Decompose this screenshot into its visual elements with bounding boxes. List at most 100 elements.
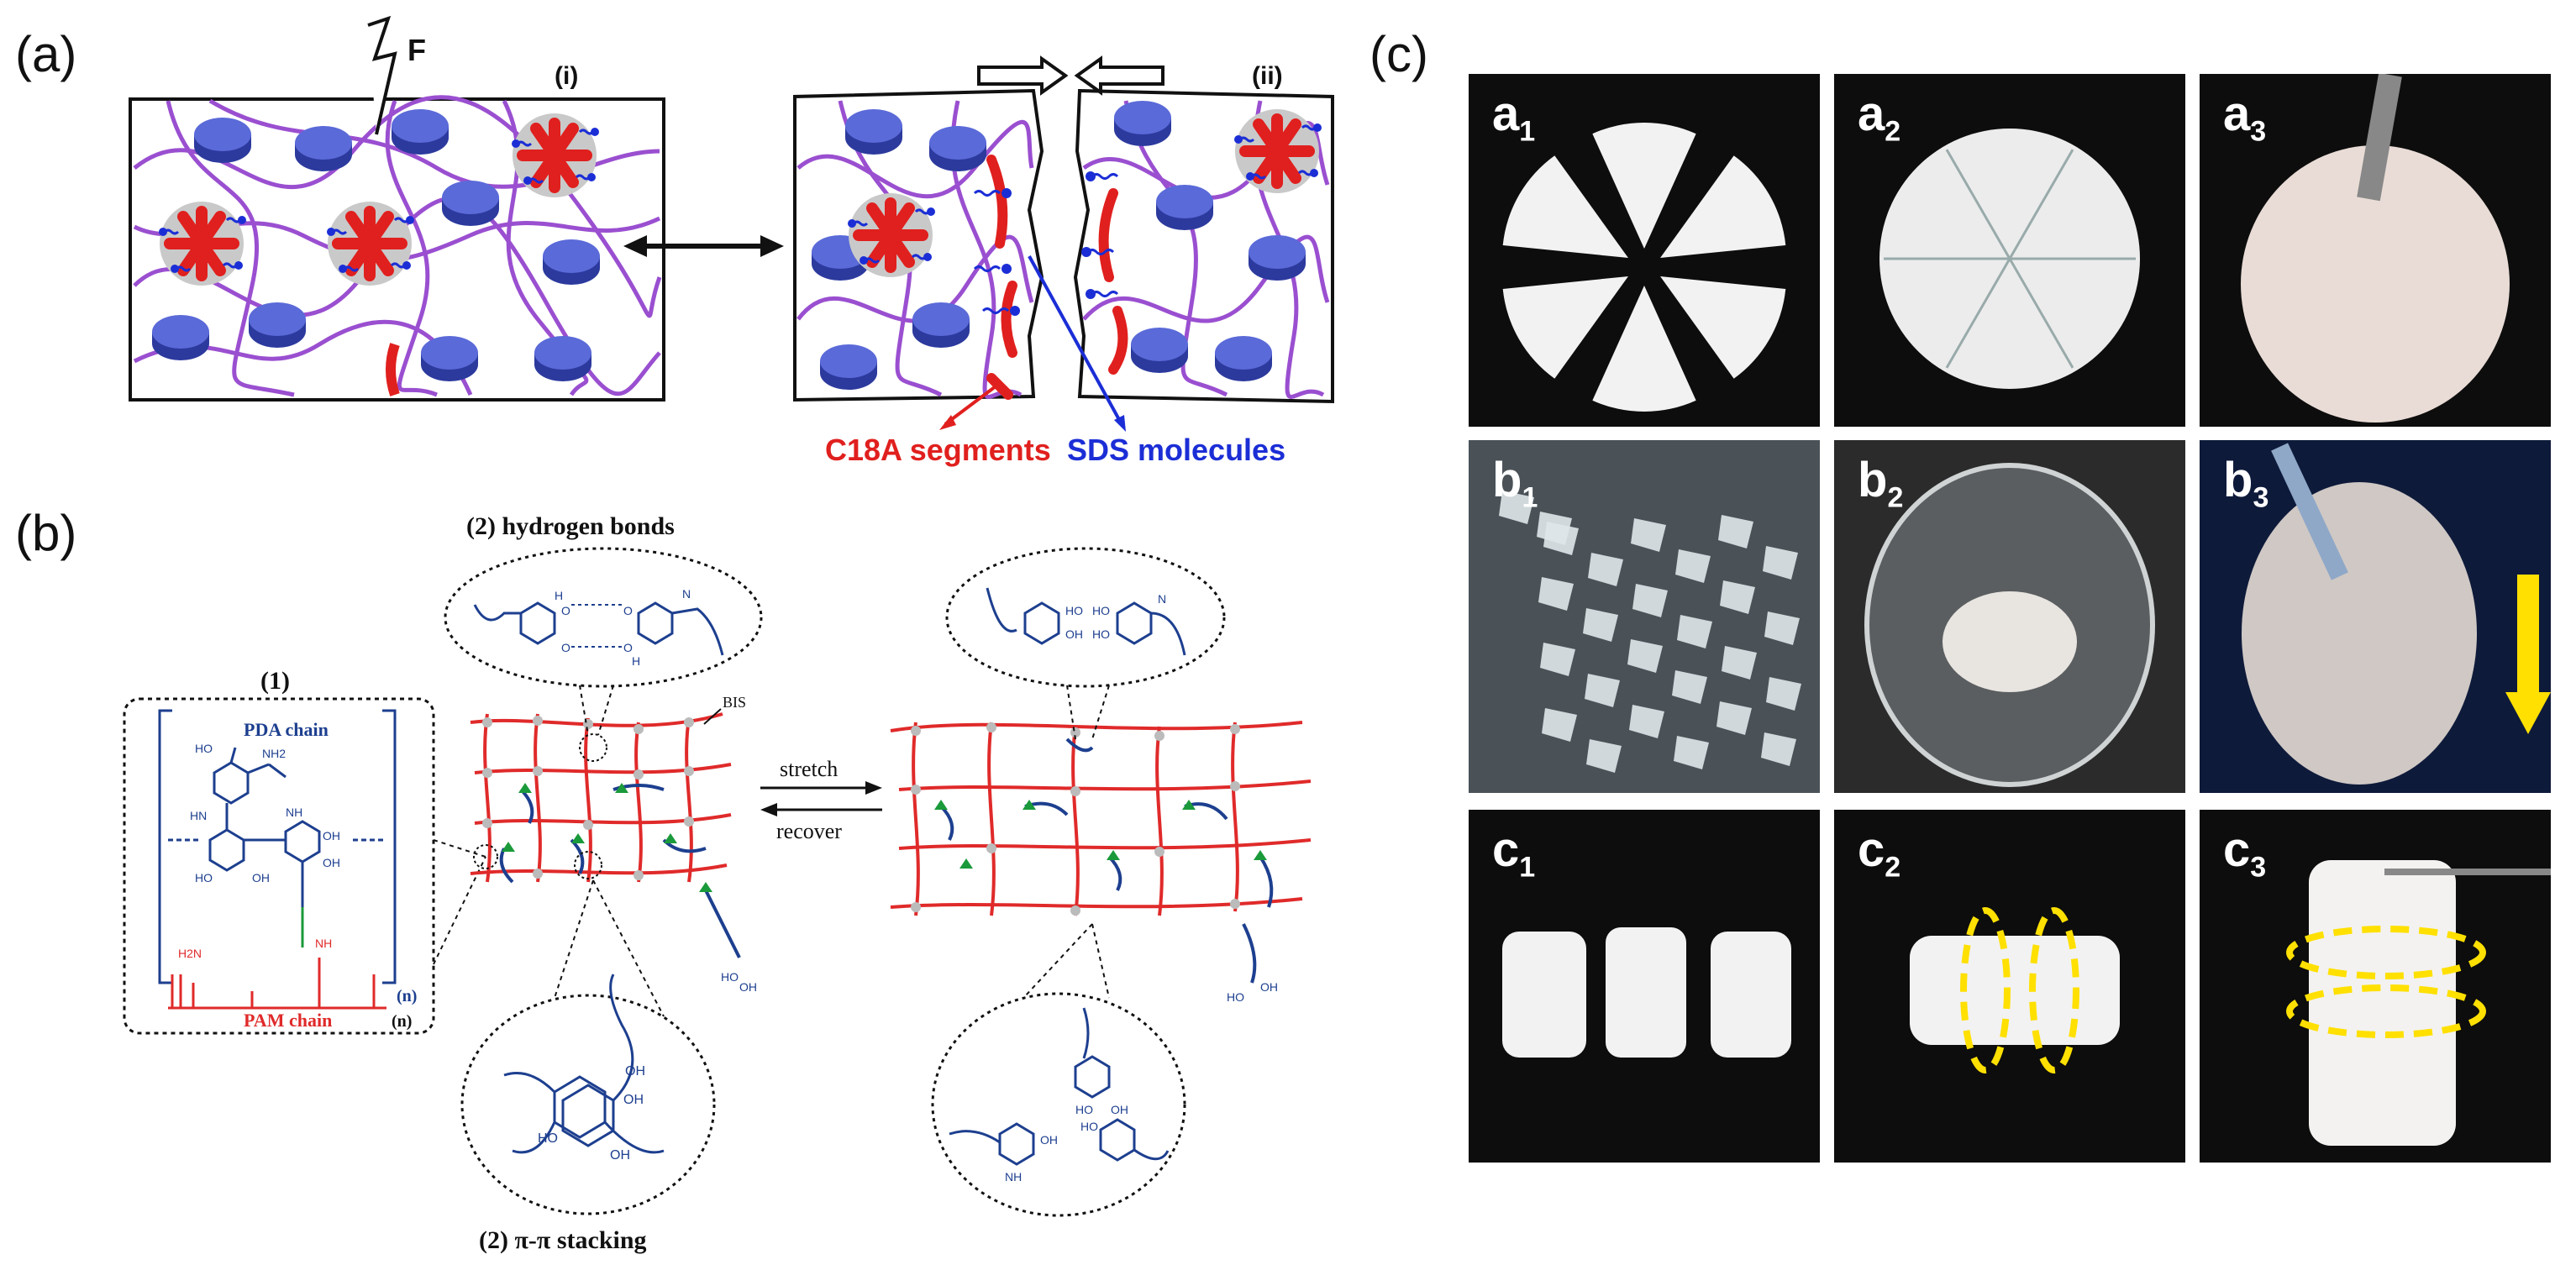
photo-image	[1879, 129, 2140, 389]
sub-label-i: (i)	[555, 62, 578, 90]
hbond-title: (2) hydrogen bonds	[466, 512, 675, 540]
atom-nh: NH	[286, 806, 302, 819]
panel-a-label: (a)	[15, 26, 77, 82]
photo-label-index: 2	[1885, 115, 1901, 148]
photo-c1: c1	[1469, 810, 1820, 1163]
photo-label: a2	[1858, 86, 1900, 149]
atom-ho-r2: HO	[1092, 604, 1110, 617]
atom-nh2: NH2	[262, 747, 286, 760]
atom-ho-1: HO	[195, 742, 213, 755]
pipi-title: (2) π-π stacking	[479, 1226, 647, 1254]
photo-label-letter: a	[1858, 87, 1885, 141]
photo-label-letter: a	[2223, 87, 2251, 141]
atom-ho-rb2: HO	[1080, 1120, 1098, 1133]
photo-b3: b3	[2200, 440, 2551, 793]
panel-a-diagram: F (i)	[129, 15, 1334, 467]
photo-label: b1	[1492, 452, 1538, 515]
photo-b2: b2	[1834, 440, 2185, 793]
photo-label: b3	[2223, 452, 2268, 515]
atom-nh-red: NH	[315, 937, 332, 950]
photo-label-letter: c	[1858, 822, 1885, 877]
atom-ho-r1: HO	[1065, 604, 1083, 617]
photo-label: c1	[1492, 821, 1535, 884]
photo-label-letter: b	[2223, 453, 2253, 507]
atom-hn: HN	[190, 809, 207, 822]
atom-h-1: H	[555, 589, 563, 602]
photo-a1: a1	[1469, 74, 1820, 427]
photo-image	[2200, 440, 2551, 793]
atom-ho-net: HO	[721, 970, 739, 984]
photo-label-index: 2	[1885, 851, 1901, 884]
photo-image	[1502, 123, 1786, 412]
photo-label-letter: b	[1492, 453, 1522, 507]
recover-label: recover	[776, 819, 842, 843]
photo-image	[2286, 860, 2551, 1146]
photo-label-index: 3	[2253, 481, 2269, 514]
photo-a2: a2	[1834, 74, 2185, 427]
photo-label-letter: c	[1492, 822, 1520, 877]
atom-n-1: N	[682, 587, 691, 601]
atom-ho-r3: HO	[1092, 627, 1110, 641]
atom-oh-r1: OH	[1065, 627, 1083, 641]
atom-nh-rb: NH	[1005, 1170, 1022, 1184]
photo-label-index: 2	[1887, 481, 1904, 514]
pda-chain-label: PDA chain	[244, 719, 329, 740]
atom-o-1: O	[561, 604, 570, 617]
atom-oh-net2: OH	[1260, 980, 1278, 994]
atom-h2n: H2N	[178, 947, 202, 960]
photo-label-letter: c	[2223, 822, 2251, 877]
atom-ho-2: HO	[195, 871, 213, 884]
atom-ho-pi: HO	[538, 1131, 558, 1146]
panel-b-diagram: (2) hydrogen bonds (2) π-π stacking (1) …	[123, 512, 1312, 1254]
photo-label-letter: a	[1492, 87, 1520, 141]
photo-image	[1469, 440, 1820, 793]
photo-c3: c3	[2200, 810, 2551, 1163]
bis-label: BIS	[723, 694, 746, 711]
atom-o-3: O	[623, 604, 633, 617]
photo-label-index: 1	[1522, 481, 1538, 514]
photo-label-letter: b	[1858, 453, 1888, 507]
atom-ho-net2: HO	[1227, 990, 1244, 1004]
atom-oh-rb1: OH	[1111, 1103, 1128, 1116]
panel-c-label: (c)	[1369, 26, 1428, 82]
atom-oh-pi-1: OH	[625, 1064, 645, 1079]
atom-oh-rb2: OH	[1040, 1133, 1058, 1147]
atom-oh-pi-2: OH	[623, 1093, 644, 1107]
atom-oh-2: OH	[323, 856, 340, 869]
photo-label-index: 1	[1519, 851, 1536, 884]
stretch-label: stretch	[780, 757, 838, 781]
photo-image	[1834, 440, 2185, 793]
atom-oh-net: OH	[739, 980, 757, 994]
force-label: F	[407, 33, 426, 67]
photo-label: a1	[1492, 86, 1535, 149]
photo-image	[2241, 74, 2510, 423]
photo-image	[1502, 927, 1791, 1058]
atom-oh-3: OH	[252, 871, 270, 884]
panel-b-label: (b)	[15, 505, 77, 561]
n-label-1: (n)	[397, 987, 417, 1005]
photo-label-index: 3	[2250, 115, 2267, 148]
sub-label-ii: (ii)	[1252, 62, 1283, 90]
atom-oh-1: OH	[323, 829, 340, 842]
atom-o-2: O	[561, 641, 570, 654]
photo-a3: a3	[2200, 74, 2551, 427]
photo-c2: c2	[1834, 810, 2185, 1163]
photo-label-index: 1	[1519, 115, 1536, 148]
atom-o-4: O	[623, 641, 633, 654]
atom-n-r: N	[1158, 592, 1166, 606]
atom-ho-rb1: HO	[1075, 1103, 1093, 1116]
atom-oh-pi-3: OH	[610, 1148, 630, 1163]
n-label-2: (n)	[392, 1012, 412, 1031]
c18a-label: C18A segments	[825, 433, 1051, 467]
box-title: (1)	[260, 667, 290, 695]
pam-chain-label: PAM chain	[244, 1010, 332, 1031]
photo-label: c2	[1858, 821, 1900, 884]
atom-h-2: H	[632, 654, 640, 668]
photo-image	[1910, 907, 2120, 1073]
photo-label: b2	[1858, 452, 1903, 515]
photo-b1: b1	[1469, 440, 1820, 793]
sds-label: SDS molecules	[1067, 433, 1285, 467]
photo-label: a3	[2223, 86, 2266, 149]
photo-label: c3	[2223, 821, 2266, 884]
photo-label-index: 3	[2250, 851, 2267, 884]
